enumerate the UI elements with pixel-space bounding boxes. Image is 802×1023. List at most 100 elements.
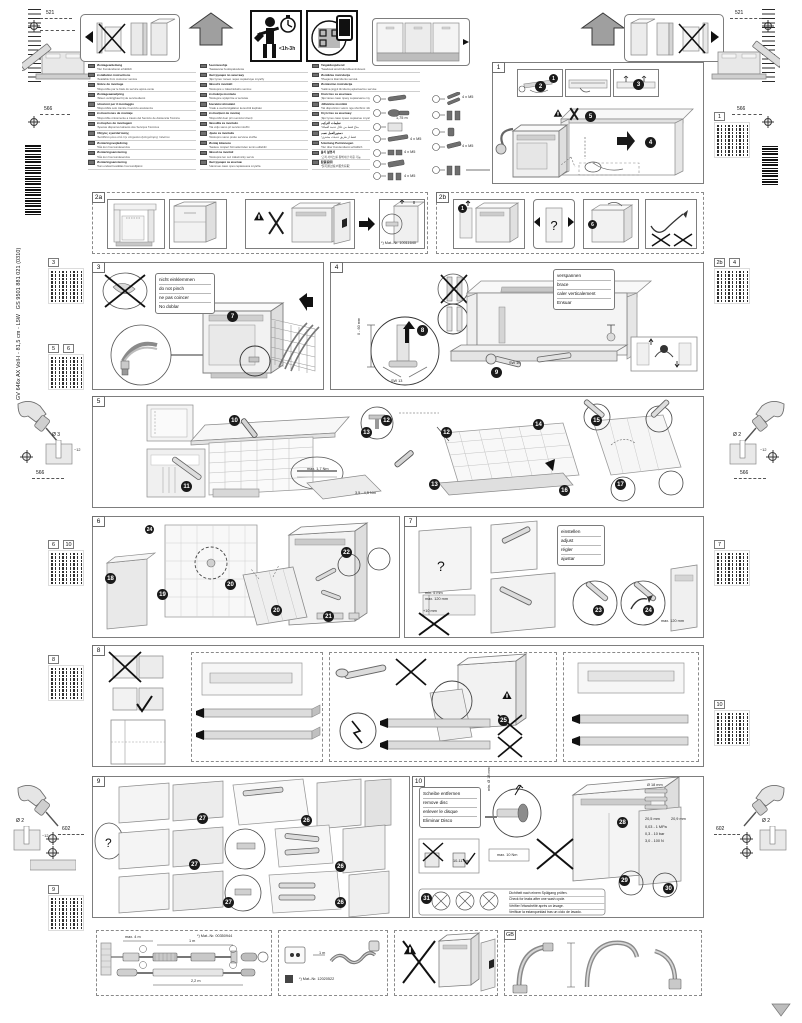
qr-code-2b-4[interactable] (714, 268, 750, 304)
step10-dim1: 20,5 mm (645, 817, 660, 821)
note-step10-line-3: enlever le disque (423, 808, 477, 818)
part-label-7: 4 x M5 (404, 174, 416, 178)
note-step3: nicht einklemmen do not pinch ne pas coi… (155, 273, 215, 315)
language-text: Installation instructions*Available from… (97, 73, 197, 81)
language-title: Asennusohje (208, 63, 228, 67)
qr-code-5-6[interactable] (48, 354, 84, 390)
sw13-label: SW 13 (391, 379, 403, 383)
note-step10: Scheibe entfernen remove disc enlever le… (419, 787, 481, 829)
warning-triangle-step1 (553, 109, 563, 117)
drill-target-mid-right (764, 118, 772, 126)
drill-target-bottom-right-1 (742, 834, 751, 843)
language-text: Udhëzime montimi*Në dispozicion vetëm ng… (321, 102, 421, 110)
qr-code-8[interactable] (48, 665, 84, 701)
flag-icon (200, 112, 207, 117)
panel-step-10: 10 (412, 767, 704, 918)
flag-icon (312, 112, 319, 117)
language-title: Montaj kılavuzu (208, 140, 231, 145)
language-text: تعليمات التركيب*متاح فقط من خلال خدمة ال… (321, 121, 421, 129)
pencil-marking-tool-right (700, 36, 789, 88)
language-list-column-1: Montageanleitung*Nur Kundendienst erhält… (88, 63, 196, 170)
language-text: Οδηγίες εγκατάστασης*Διατίθεται μόνο από… (97, 131, 197, 139)
note-step10-line-1: Scheibe entfernen (423, 790, 477, 800)
language-title: Monteringsanvisning (96, 150, 127, 155)
callout-27a: 27 (197, 813, 208, 824)
qr-code-7[interactable] (714, 550, 750, 586)
drill-tool-bottom-right (734, 782, 790, 834)
step7-max-label: max. 120 mm (425, 597, 448, 601)
callout-13b: 13 (429, 479, 440, 490)
torque-range-step5: 3,5 - 4,5 Nm (355, 491, 376, 495)
panel-top-right-dont (624, 14, 724, 62)
language-note: *Fås kun hos kundeservice (96, 154, 131, 159)
language-note: *Available from customer service (96, 77, 138, 82)
callout-26a: 26 (301, 815, 312, 826)
language-text: Návod k montáži*Dostupné u zákaznického … (209, 82, 309, 90)
callout-2: 2 (535, 81, 546, 92)
language-title: Návod na montáž (208, 150, 234, 155)
callout-22: 22 (341, 547, 352, 558)
dim-602-right-line (714, 834, 740, 835)
language-title: Paigaldusjuhend (320, 63, 345, 67)
flag-icon (88, 92, 95, 97)
flag-icon (88, 112, 95, 117)
callout-6: 6 (588, 220, 597, 229)
callout-step6-ref: 24 (145, 525, 154, 534)
language-note: *فقط از طریق خدمات مشتری (320, 135, 356, 140)
language-text: Montaj kılavuzu*Sadece müşteri hizmetler… (209, 141, 309, 149)
callout-13a: 13 (361, 427, 372, 438)
step2a-fig-1 (107, 199, 165, 249)
step7-max2-label: max. 120 mm (661, 619, 684, 623)
language-row: Asennusohje*Saatavana huoltopalvelusta (200, 63, 308, 73)
qr-code-6-10[interactable] (48, 550, 84, 586)
note-step7-line-1: einstellen (561, 528, 601, 538)
qr-code-3[interactable] (48, 268, 84, 304)
language-note: *Disponibil doar prin serviciul clienți (208, 115, 253, 120)
dim-602-left: 602 (62, 826, 71, 832)
do-not-cross-step2a (264, 210, 288, 236)
qr-code-10[interactable] (714, 710, 750, 746)
flag-icon (312, 160, 319, 165)
language-note: *Доступно само преко сервисне службе (320, 115, 373, 120)
language-title: Упатство за монтажа (320, 92, 352, 97)
language-row: دستورالعمل نصب*فقط از طریق خدمات مشتری (312, 131, 420, 141)
flag-icon (312, 92, 319, 97)
note-step31-line-3: Vérifier l'étanchéité après un lavage. (509, 904, 605, 910)
language-text: Návod na montáž*Dostupné len cez zákazní… (209, 150, 309, 158)
flag-icon (200, 131, 207, 136)
language-text: Упатство за монтажа*Достапно само преку … (321, 92, 421, 100)
note-step7-line-4: ajustar (561, 556, 575, 562)
drill-depth-bottom-left: ~12 (42, 834, 49, 838)
language-row: Instrukcja montażu*Dostępne wyłącznie w … (200, 92, 308, 102)
dim-602-left-line (58, 834, 84, 835)
language-title: 安装说明 (320, 159, 333, 164)
flag-icon (312, 121, 319, 126)
language-title: Инструкция по монтажу (208, 72, 245, 77)
language-note: *متاح فقط من خلال خدمة العملاء (320, 125, 359, 130)
language-text: Упутство за монтажу*Доступно само преко … (321, 111, 421, 119)
note-step3-line-1: nicht einklemmen (159, 276, 211, 286)
part-label-12: 4 x M5 (462, 144, 474, 148)
barcode-left (25, 145, 41, 215)
note-step31-line-2: Check for leaks after one wash cycle. (509, 897, 605, 904)
callout-27c: 27 (223, 897, 234, 908)
qr-label-1: 1 (714, 112, 725, 121)
language-note: *Dostupné len cez zákaznícky servis (208, 154, 254, 159)
callout-26c: 26 (335, 897, 346, 908)
step7-plus-label: +10 mm (423, 609, 437, 613)
step8-fig-b: 25 (329, 652, 557, 762)
dimension-line-566-right (732, 114, 762, 115)
qr-code-9[interactable] (48, 895, 84, 931)
hose-max-label: max. 4 m (125, 935, 141, 939)
step-tag-8: 8 (92, 645, 105, 656)
callout-10: 10 (229, 415, 240, 426)
hose-len-b: 2,2 m (191, 979, 201, 983)
language-row: Monteringsanvisning*Kan endast beställas… (88, 160, 196, 170)
language-row: Szerelési útmutató*Csak a vevőszolgálato… (200, 102, 308, 112)
language-note: *Saadaval ainult klienditeenindusest (320, 67, 366, 72)
language-text: Instruções de montagem*Apenas disponível… (97, 121, 197, 129)
step-tag-1: 1 (492, 62, 505, 73)
drill-tool-left-mid (12, 398, 68, 450)
qr-code-1[interactable] (714, 122, 750, 158)
language-text: Инструкция по монтажу*Доступно только че… (209, 73, 309, 81)
